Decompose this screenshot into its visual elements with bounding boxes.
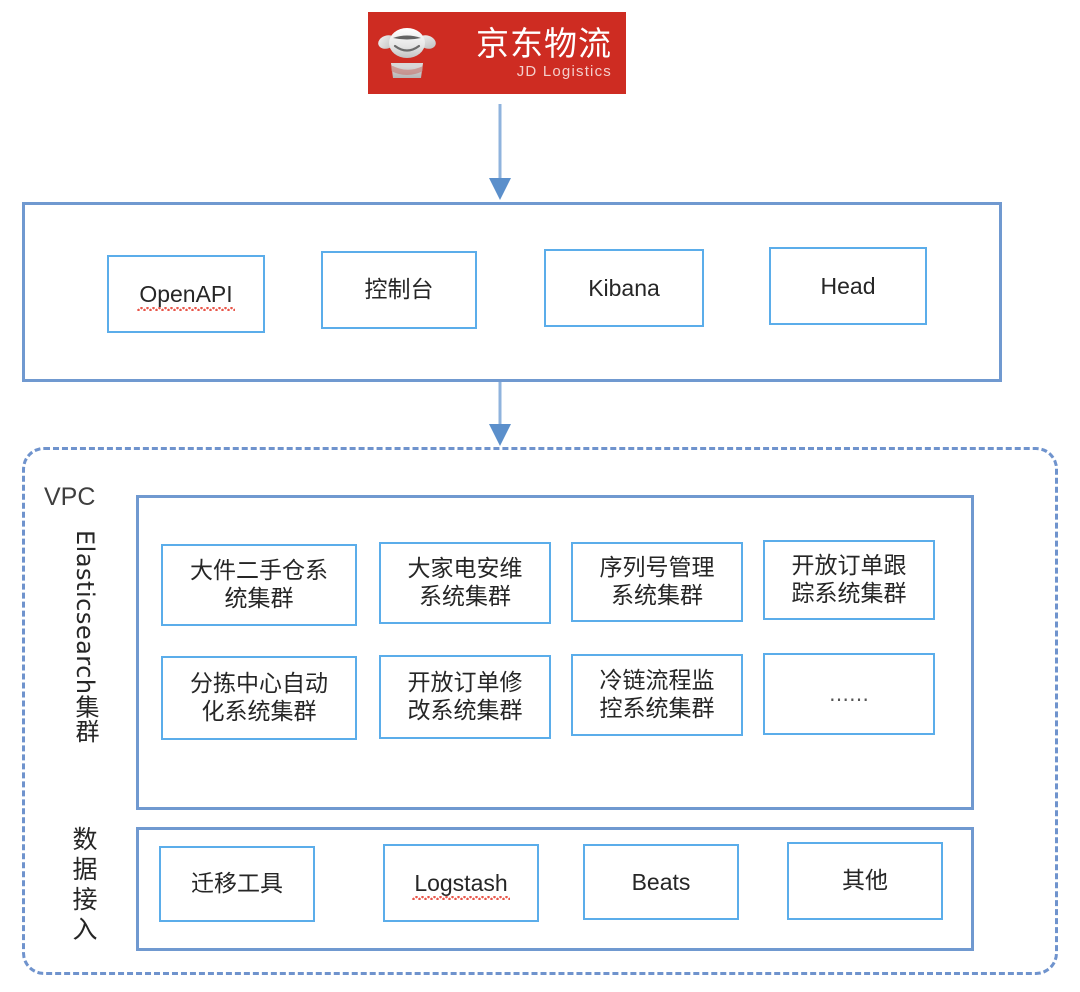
ingest-node-migration-tool[interactable]: 迁移工具 <box>159 846 315 922</box>
es-cluster-node[interactable]: 开放订单跟 踪系统集群 <box>763 540 935 620</box>
es-cluster-label-line2: 统集群 <box>224 586 294 612</box>
access-node-head[interactable]: Head <box>769 247 927 325</box>
logo-cn-text: 京东物流 <box>476 23 612 63</box>
es-cluster-label-line1: 序列号管理 <box>599 555 715 581</box>
es-cluster-node-ellipsis[interactable]: …… <box>763 653 935 735</box>
es-cluster-label-line1: 大件二手仓系 <box>190 558 328 584</box>
access-node-kibana[interactable]: Kibana <box>544 249 704 327</box>
es-cluster-label-line2: 化系统集群 <box>201 699 317 725</box>
es-cluster-label-line2: 控系统集群 <box>599 696 715 722</box>
es-cluster-label-line1: 开放订单跟 <box>791 553 907 579</box>
arrow-logo-to-access <box>480 104 520 204</box>
es-cluster-label-line2: 改系统集群 <box>407 698 523 724</box>
es-cluster-label-line1: 分拣中心自动 <box>190 671 328 697</box>
ingest-node-label: 迁移工具 <box>191 871 283 897</box>
access-node-label: Kibana <box>588 275 660 301</box>
ingest-node-logstash[interactable]: Logstash <box>383 844 539 922</box>
es-cluster-node[interactable]: 分拣中心自动 化系统集群 <box>161 656 357 740</box>
ingest-node-label: Logstash <box>412 870 511 900</box>
es-cluster-label-line1: 冷链流程监 <box>599 668 715 694</box>
ingest-node-beats[interactable]: Beats <box>583 844 739 920</box>
access-node-openapi[interactable]: OpenAPI <box>107 255 265 333</box>
elasticsearch-cluster-group: 大件二手仓系 统集群 大家电安维 系统集群 序列号管理 系统集群 开放订单跟 踪… <box>136 495 974 810</box>
elasticsearch-cluster-side-label: Elasticsearch集群 <box>71 530 99 744</box>
logo-en-text: JD Logistics <box>516 62 612 80</box>
es-cluster-node[interactable]: 开放订单修 改系统集群 <box>379 655 551 739</box>
access-panel: OpenAPI 控制台 Kibana Head <box>22 202 1002 382</box>
es-cluster-label-line1: 开放订单修 <box>407 670 523 696</box>
es-cluster-node[interactable]: 序列号管理 系统集群 <box>571 542 743 622</box>
access-node-label: Head <box>820 273 876 299</box>
es-cluster-node[interactable]: 大家电安维 系统集群 <box>379 542 551 624</box>
vpc-title: VPC <box>44 483 96 511</box>
ingest-node-other[interactable]: 其他 <box>787 842 943 920</box>
jd-joy-dog-mascot-icon <box>376 22 438 84</box>
ingest-node-label: Beats <box>631 869 691 895</box>
access-node-console[interactable]: 控制台 <box>321 251 477 329</box>
es-cluster-label-line1: 大家电安维 <box>407 556 523 582</box>
es-cluster-label-line2: 踪系统集群 <box>791 581 907 607</box>
es-cluster-label-line1: …… <box>829 682 869 706</box>
es-cluster-node[interactable]: 大件二手仓系 统集群 <box>161 544 357 626</box>
logo-text-block: 京东物流 JD Logistics <box>438 23 616 81</box>
jd-logistics-logo: 京东物流 JD Logistics <box>368 12 626 94</box>
ingest-node-label: 其他 <box>842 868 888 894</box>
es-cluster-node[interactable]: 冷链流程监 控系统集群 <box>571 654 743 736</box>
access-node-label: 控制台 <box>364 277 434 303</box>
data-ingest-side-label: 数据接入 <box>72 825 98 944</box>
data-ingest-group: 迁移工具 Logstash Beats 其他 <box>136 827 974 951</box>
arrow-access-to-vpc <box>480 382 520 450</box>
es-cluster-label-line2: 系统集群 <box>611 583 703 609</box>
access-node-label: OpenAPI <box>137 281 236 311</box>
es-cluster-label-line2: 系统集群 <box>419 584 511 610</box>
